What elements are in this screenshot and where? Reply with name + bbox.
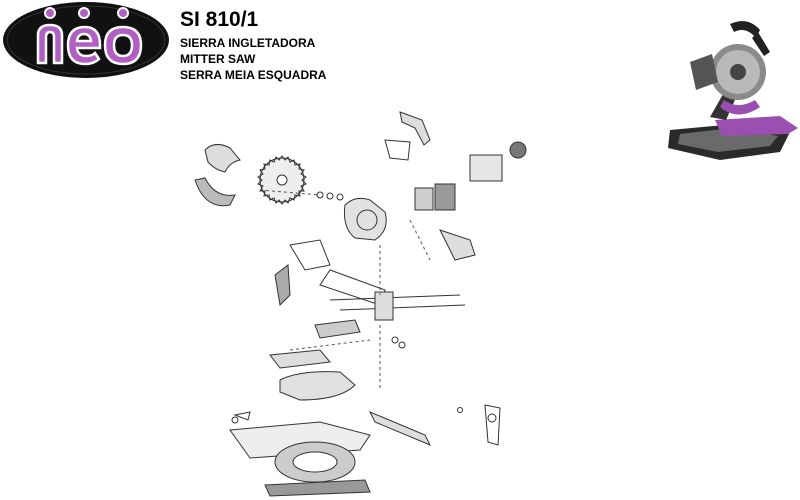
clamp [484, 404, 501, 446]
title-pt: SERRA MEIA ESQUADRA [180, 68, 327, 82]
model-number: SI 810/1 [180, 8, 259, 31]
title-en: MITTER SAW [180, 52, 256, 66]
exploded-view-diagram [194, 111, 527, 497]
blade-guard [204, 144, 241, 173]
brand-logo [3, 2, 169, 78]
fence [368, 411, 432, 446]
title-block: SI 810/1 SIERRA INGLETADORA MITTER SAW S… [178, 8, 326, 83]
motor-housing [344, 141, 527, 241]
title-es: SIERRA INGLETADORA [180, 36, 316, 50]
saw-blade [257, 155, 307, 205]
handle [399, 111, 431, 146]
turntable-base [229, 349, 371, 497]
lower-guard [194, 177, 236, 207]
pivot-arm [289, 239, 331, 271]
miter-saw-photo [668, 21, 798, 160]
